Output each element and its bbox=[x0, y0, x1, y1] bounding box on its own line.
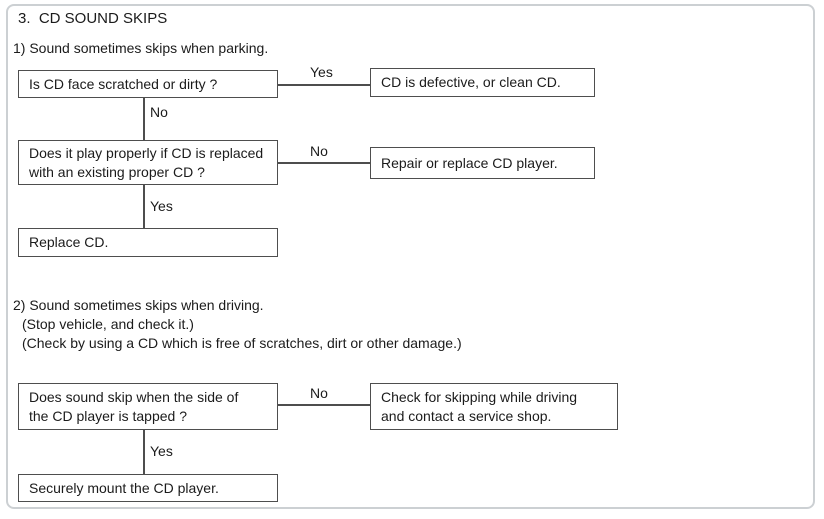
flow-node-result3: Check for skipping while driving and con… bbox=[370, 383, 618, 430]
flow-node-question2: Does it play properly if CD is replaced … bbox=[18, 140, 278, 185]
section2-note1: (Stop vehicle, and check it.) bbox=[22, 316, 194, 332]
flow-node-result2-text: Repair or replace CD player. bbox=[381, 154, 558, 171]
flow-node-result1-text: CD is defective, or clean CD. bbox=[381, 74, 561, 90]
flow-node-question1-text: Is CD face scratched or dirty ? bbox=[29, 75, 218, 92]
connector-q1-no-line bbox=[143, 98, 145, 140]
connector-q2-yes-line bbox=[143, 185, 145, 228]
edge-label-q2-yes: Yes bbox=[150, 198, 173, 214]
flow-node-question3: Does sound skip when the side of the CD … bbox=[18, 383, 278, 430]
edge-label-q3-yes: Yes bbox=[150, 443, 173, 459]
flow-node-final2: Securely mount the CD player. bbox=[18, 474, 278, 502]
edge-label-q1-no: No bbox=[150, 104, 168, 120]
connector-q2-no-line bbox=[278, 162, 370, 164]
page-title: 3. CD SOUND SKIPS bbox=[18, 10, 168, 27]
flow-node-result3-line2: and contact a service shop. bbox=[381, 407, 552, 424]
section2-heading: 2) Sound sometimes skips when driving. bbox=[13, 297, 264, 313]
edge-label-q3-no: No bbox=[310, 385, 328, 401]
connector-q3-yes-line bbox=[143, 430, 145, 474]
section1-heading: 1) Sound sometimes skips when parking. bbox=[13, 40, 269, 56]
flow-node-question3-line2: the CD player is tapped ? bbox=[29, 407, 187, 424]
connector-q3-no-line bbox=[278, 404, 370, 406]
flow-node-question1: Is CD face scratched or dirty ? bbox=[18, 70, 278, 98]
flow-node-result3-line1: Check for skipping while driving bbox=[381, 388, 578, 405]
flow-node-final2-text: Securely mount the CD player. bbox=[29, 479, 219, 496]
flow-node-result2: Repair or replace CD player. bbox=[370, 147, 595, 179]
edge-label-q2-no: No bbox=[310, 143, 328, 159]
edge-label-q1-yes: Yes bbox=[310, 64, 333, 80]
section2-note2: (Check by using a CD which is free of sc… bbox=[22, 335, 462, 351]
flow-node-final1: Replace CD. bbox=[18, 228, 278, 257]
flow-node-result1: CD is defective, or clean CD. bbox=[370, 68, 595, 97]
flow-node-question3-line1: Does sound skip when the side of bbox=[29, 388, 239, 405]
flow-node-question2-line2: with an existing proper CD ? bbox=[29, 163, 205, 180]
flow-node-question2-line1: Does it play properly if CD is replaced bbox=[29, 144, 264, 161]
connector-q1-yes-line bbox=[278, 84, 370, 86]
flow-node-final1-text: Replace CD. bbox=[29, 234, 109, 250]
